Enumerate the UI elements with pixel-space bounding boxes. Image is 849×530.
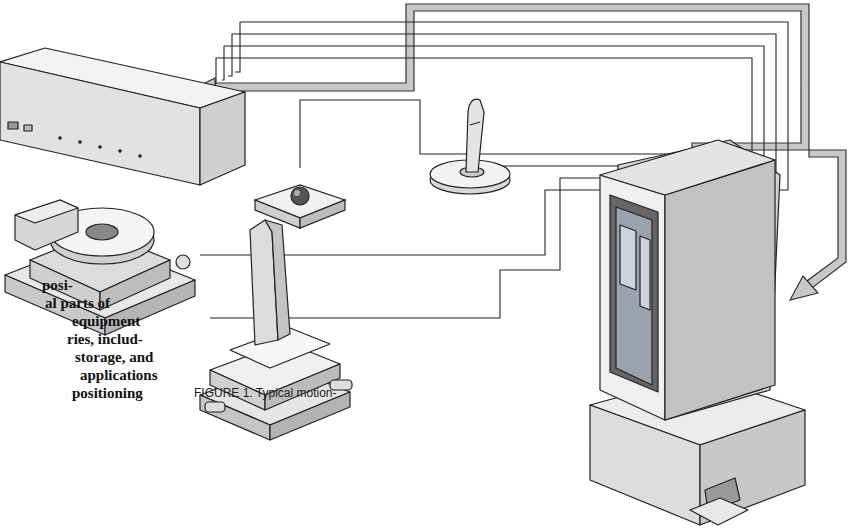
figure-caption: FIGURE 1. Typical motion- [194, 386, 337, 401]
controller-box [0, 48, 245, 185]
body-text-line: positioning [72, 384, 143, 402]
body-text-line: ries, includ- [67, 330, 143, 348]
body-text-line: posi- [42, 276, 73, 294]
body-text-line: applications [80, 366, 158, 384]
body-text-line: storage, and [75, 348, 153, 366]
xy-stage [200, 220, 352, 440]
body-text-line: equipment [72, 312, 140, 330]
joystick [430, 99, 510, 194]
body-text-line: al parts of [45, 294, 110, 312]
rotary-stage [5, 200, 195, 335]
computer [590, 140, 805, 525]
